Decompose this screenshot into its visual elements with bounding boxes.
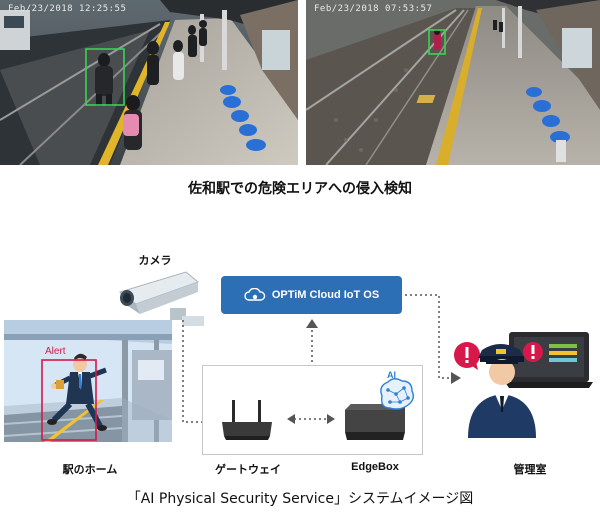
- gateway-label: ゲートウェイ: [215, 463, 281, 476]
- bidirectional-arrow-icon: [287, 414, 335, 424]
- security-camera-icon: [118, 271, 204, 326]
- control-room-label: 管理室: [513, 463, 547, 476]
- station-staff-icon: [468, 344, 536, 438]
- gateway-router-icon: [222, 400, 272, 440]
- timestamp-left: Feb/23/2018 12:25:55: [8, 4, 127, 14]
- platform-label: 駅のホーム: [62, 463, 118, 476]
- falling-person-icon: [47, 353, 107, 431]
- caption-system-image: 「AI Physical Security Service」システムイメージ図: [126, 491, 474, 507]
- platform-scene-left: [0, 0, 298, 165]
- cctv-photo-left: Feb/23/2018 12:25:55: [0, 0, 298, 165]
- cloud-os-label: OPTiM Cloud IoT OS: [271, 289, 380, 301]
- cloud-to-control-connector: [405, 294, 461, 384]
- cctv-photo-right: Feb/23/2018 07:53:57: [306, 0, 600, 165]
- edgebox-label: EdgeBox: [351, 461, 399, 473]
- cloud-eye-icon: [244, 288, 266, 301]
- camera-label: カメラ: [138, 254, 172, 267]
- laptop-monitor-icon: [505, 332, 593, 388]
- alert-exclamation-icon: [454, 342, 480, 370]
- ai-brain-icon: [380, 378, 415, 410]
- alert-detection-box: [41, 359, 97, 441]
- platform-scene-right: [306, 0, 600, 165]
- detection-box-green: [85, 48, 125, 106]
- timestamp-right: Feb/23/2018 07:53:57: [314, 4, 433, 14]
- alert-label: Alert: [45, 346, 66, 357]
- arrow-up-icon: [306, 319, 318, 362]
- optim-cloud-iot-os-box: OPTiM Cloud IoT OS: [221, 276, 402, 314]
- station-platform-illustration: [4, 320, 172, 442]
- detection-box-green-small: [428, 29, 446, 55]
- caption-intrusion-detection: 佐和駅での危険エリアへの侵入検知: [188, 181, 412, 197]
- camera-connector: [182, 320, 202, 423]
- ai-badge: AI: [387, 370, 396, 380]
